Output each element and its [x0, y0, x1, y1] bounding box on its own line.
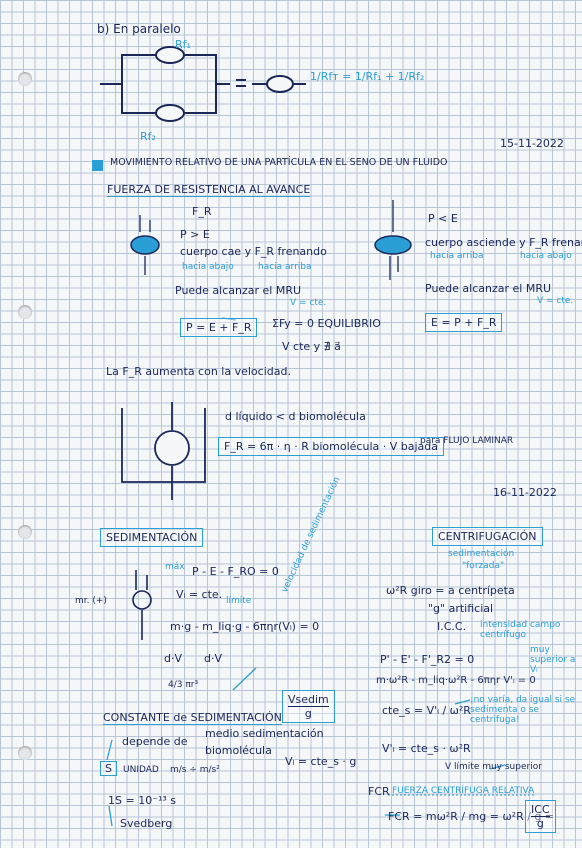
description-left: cuerpo cae y F_R frenando	[180, 245, 327, 258]
forced-sub: "forzada"	[462, 561, 505, 571]
much-higher-note: muy superior a Vₗ	[530, 645, 576, 675]
equation-right: E = P + F_R	[425, 313, 503, 332]
fr-label-left: F_R	[192, 205, 212, 218]
section-b-label: b) En paralelo	[97, 22, 181, 36]
biomolecule-label: biomolécula	[205, 744, 272, 757]
mru-right: Puede alcanzar el MRU	[425, 282, 552, 295]
centrif-forces: P' - E' - F'_R2 = 0	[380, 653, 475, 666]
centripetal-acc: ω²R giro = a centrípeta	[386, 584, 515, 597]
unit-s-box: S	[100, 761, 117, 776]
centrifugation-title: CENTRIFUGACIÓN	[432, 527, 543, 546]
constant-ratio: Vsedim g	[282, 690, 335, 723]
ratio-denominator: g	[304, 707, 312, 720]
section-title: MOVIMIENTO RELATIVO DE UNA PARTÍCULA EN …	[110, 157, 448, 168]
density-volume-2: d·V	[204, 652, 223, 665]
vlimit-higher: V límite muy superior	[445, 762, 542, 772]
fcr-equation: FCR = mω²R / mg = ω²R / g =	[388, 810, 555, 823]
equilibrium-text: ΣFy = 0 EQUILIBRIO	[272, 317, 381, 330]
sedimentation-equation: m·g - m_liq·g - 6πηr(Vₗ) = 0	[170, 620, 320, 633]
limit-label: límite	[226, 596, 252, 606]
max-label: máx	[165, 562, 185, 572]
equivalent-formula: 1/Rfᴛ = 1/Rf₁ + 1/Rf₂	[310, 70, 425, 83]
date-2: 16-11-2022	[493, 486, 557, 499]
condition-left: P > E	[180, 228, 210, 241]
rf2-label: Rf₂	[140, 130, 156, 143]
icc-ratio: ICC g	[525, 800, 556, 833]
sphere-volume: 4/3 πr³	[168, 680, 199, 690]
resistance-subtitle: FUERZA DE RESISTENCIA AL AVANCE	[107, 183, 311, 197]
svedberg-value: 1S = 10⁻¹³ s	[108, 794, 177, 807]
binder-hole	[18, 305, 32, 319]
equilibrium: ΣFy = 0 EQUILIBRIO	[272, 317, 381, 330]
cte-equation: cte_s = V'ₗ / ω²R	[382, 704, 471, 717]
vl-equation: Vₗ = cte_s · g	[285, 755, 357, 768]
ratio-numerator: Vsedim	[288, 693, 329, 707]
note-up-right: hacia arriba	[430, 251, 484, 261]
date-1: 15-11-2022	[500, 137, 564, 150]
mru-left: Puede alcanzar el MRU	[175, 284, 302, 297]
fcr-title: FUERZA CENTRÍFUGA RELATIVA	[392, 786, 535, 796]
velocity-note: La F_R aumenta con la velocidad.	[106, 365, 291, 378]
note-up-left: hacia arriba	[258, 262, 312, 272]
note-down-left: hacia abajo	[182, 262, 234, 272]
stokes-law: F_R = 6π · η · R biomolécula · V bajada	[218, 437, 445, 456]
icc-numerator: ICC	[531, 803, 550, 817]
rf1-label: Rf₁	[175, 38, 191, 51]
fcr-label: FCR	[368, 785, 390, 798]
icc-note: intensidad campo centrífugo	[480, 620, 561, 640]
note-down-right: hacia abajo	[520, 251, 572, 261]
laminar-flow: para FLUJO LAMINAR	[420, 436, 514, 446]
sedimentation-title: SEDIMENTACIÓN	[100, 528, 204, 547]
mru-positive: mr. (+)	[75, 596, 107, 606]
condition-right: P < E	[428, 212, 458, 225]
density-volume-1: d·V	[164, 652, 183, 665]
artificial-g: "g" artificial	[428, 602, 494, 615]
centrif-equation: m·ω²R - m_liq·ω²R - 6πηr V'ₗ = 0	[376, 675, 536, 686]
vl-centrif: V'ₗ = cte_s · ω²R	[382, 742, 471, 755]
vcte-left: V = cte.	[290, 298, 327, 308]
icc-label: I.C.C.	[437, 620, 467, 633]
svedberg-name: Svedberg	[120, 817, 173, 830]
binder-hole	[18, 746, 32, 760]
binder-hole	[18, 525, 32, 539]
depends-on: depende de	[122, 735, 188, 748]
icc-denominator: g	[536, 817, 544, 830]
unit-fraction: m/s ÷ m/s²	[170, 765, 220, 775]
no-change-note: ¡no varía, da igual si se sedimenta o se…	[470, 695, 576, 725]
terminal-velocity: Vₗ = cte.	[176, 588, 223, 601]
medium-label: medio sedimentación	[205, 727, 324, 740]
sedimentation-sub: sedimentación	[448, 549, 515, 559]
description-right: cuerpo asciende y F_R frenando	[425, 236, 582, 249]
forces-balance: P - E - F_RO = 0	[192, 565, 279, 578]
density-comparison: d líquido < d biomolécula	[225, 410, 366, 423]
section-bullet	[92, 160, 103, 171]
sedimentation-constant: CONSTANTE de SEDIMENTACIÓN	[103, 711, 282, 725]
unit-label: UNIDAD	[123, 765, 159, 775]
vcte-no-acceleration: V cte y ∄ a⃗	[282, 340, 341, 353]
equation-left: P = E + F_R	[180, 318, 258, 337]
binder-hole	[18, 72, 32, 86]
vcte-right: V = cte.	[537, 296, 574, 306]
